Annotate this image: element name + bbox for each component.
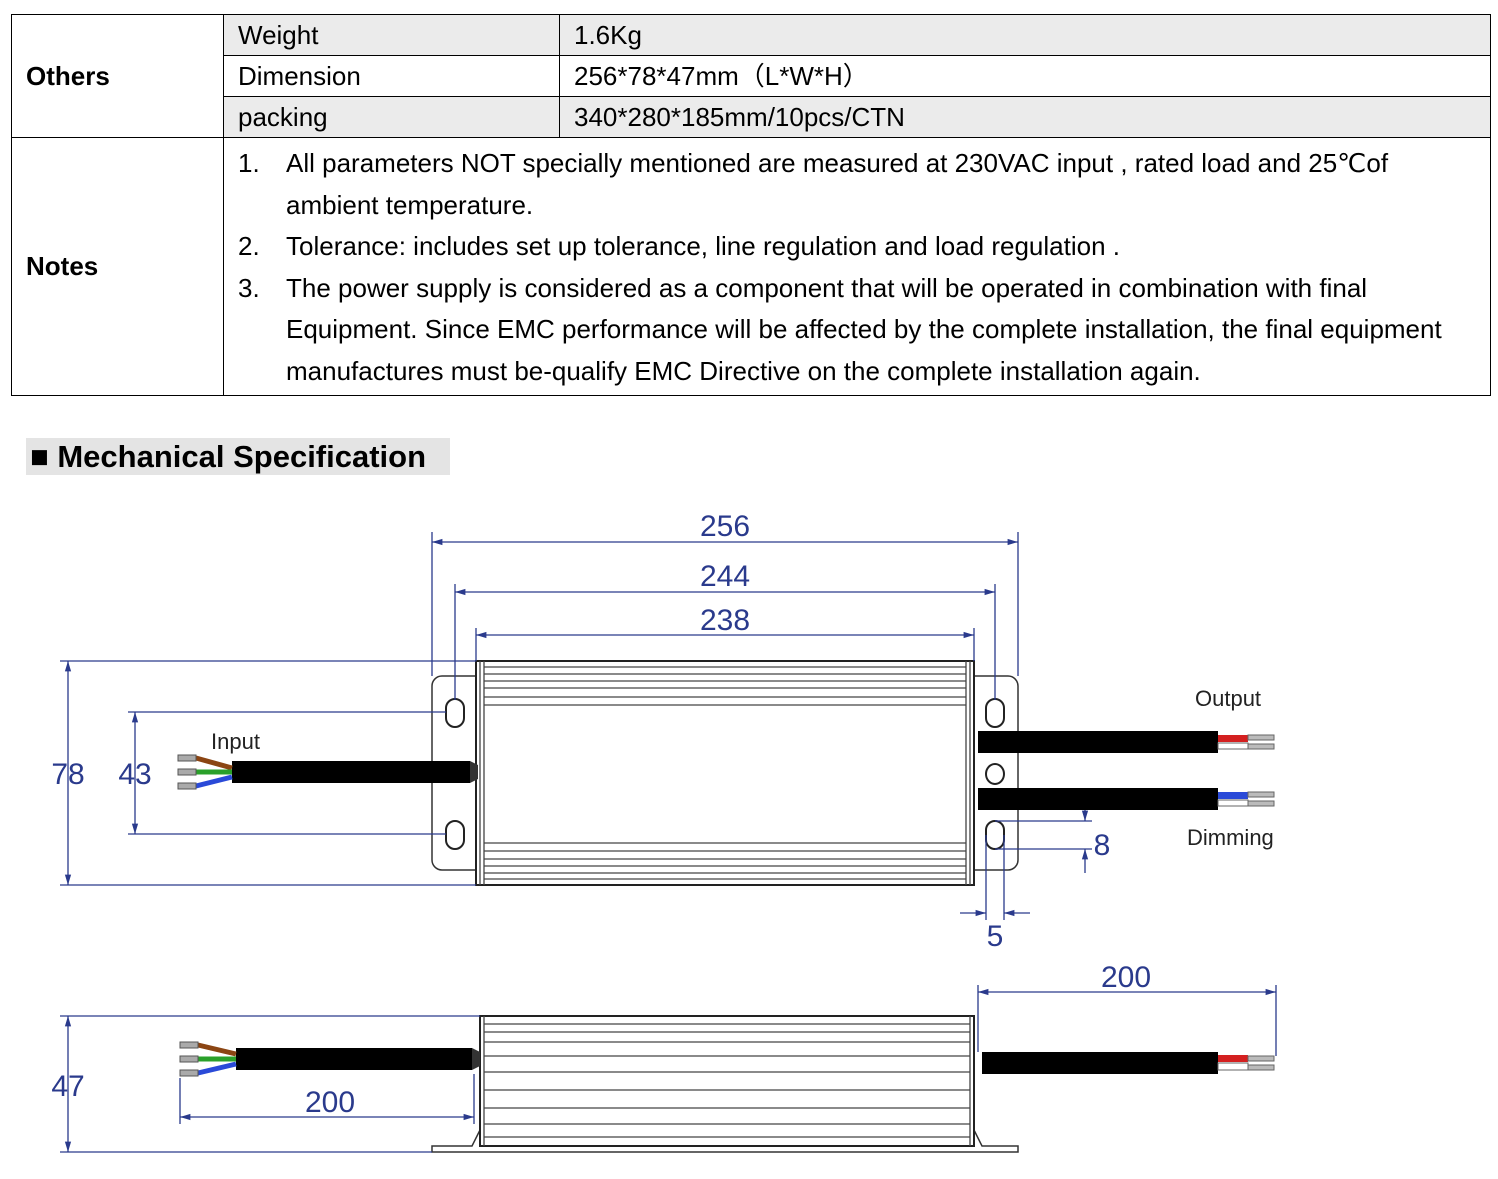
notes-list: 1. All parameters NOT specially mentione… xyxy=(238,138,1490,395)
side-output-cable xyxy=(982,1052,1218,1074)
note-item: 1. All parameters NOT specially mentione… xyxy=(238,143,1490,226)
output-label: Output xyxy=(1195,686,1261,711)
dim-hole-spacing: 43 xyxy=(118,758,151,791)
row-label-packing: packing xyxy=(223,96,560,138)
dim-hole-pitch: 244 xyxy=(700,560,750,593)
output-cable xyxy=(978,731,1218,753)
category-others: Others xyxy=(11,14,224,138)
top-view: Input Output Dimming xyxy=(51,510,1275,953)
note-number: 3. xyxy=(238,272,260,303)
input-cable xyxy=(232,761,470,783)
section-heading: ■ Mechanical Specification xyxy=(26,438,450,475)
dimming-cable xyxy=(978,788,1218,810)
housing-body xyxy=(475,660,975,886)
section-title-text: Mechanical Specification xyxy=(57,439,427,474)
dim-height: 47 xyxy=(51,1070,84,1103)
dim-slot-width: 5 xyxy=(987,920,1004,953)
dim-overall-length: 256 xyxy=(700,510,750,543)
note-number: 2. xyxy=(238,231,260,262)
notes-cell: 1. All parameters NOT specially mentione… xyxy=(223,137,1491,396)
input-wires xyxy=(195,755,233,789)
note-text: The power supply is considered as a comp… xyxy=(286,272,1442,386)
side-fins xyxy=(483,1016,971,1146)
note-item: 3. The power supply is considered as a c… xyxy=(238,268,1490,393)
note-number: 1. xyxy=(238,148,260,178)
input-label: Input xyxy=(211,729,260,754)
housing-fins xyxy=(479,661,971,885)
category-notes: Notes xyxy=(11,137,224,396)
row-value-packing: 340*280*185mm/10pcs/CTN xyxy=(559,96,1491,138)
note-item: 2. Tolerance: includes set up tolerance,… xyxy=(238,226,1490,268)
row-value-dimension: 256*78*47mm（L*W*H） xyxy=(559,55,1491,97)
top-dimension-lines xyxy=(60,532,1092,920)
side-body xyxy=(479,1015,975,1147)
spec-table: Others Weight 1.6Kg Dimension 256*78*47m… xyxy=(11,14,1491,396)
side-view: 47 200 200 xyxy=(51,961,1277,1153)
dim-input-cable: 200 xyxy=(305,1086,355,1119)
dim-overall-width: 78 xyxy=(51,758,84,791)
square-bullet-icon: ■ xyxy=(30,439,49,474)
dim-slot-length: 8 xyxy=(1094,829,1111,862)
note-text: Tolerance: includes set up tolerance, li… xyxy=(286,231,1120,262)
dimming-label: Dimming xyxy=(1187,825,1274,850)
note-text: All parameters NOT specially mentioned a… xyxy=(286,148,1389,220)
side-input-cable xyxy=(236,1048,472,1070)
dim-body-length: 238 xyxy=(700,604,750,637)
side-dimension-lines xyxy=(60,985,1277,1153)
dim-output-cable: 200 xyxy=(1101,961,1151,994)
row-value-weight: 1.6Kg xyxy=(559,14,1491,56)
